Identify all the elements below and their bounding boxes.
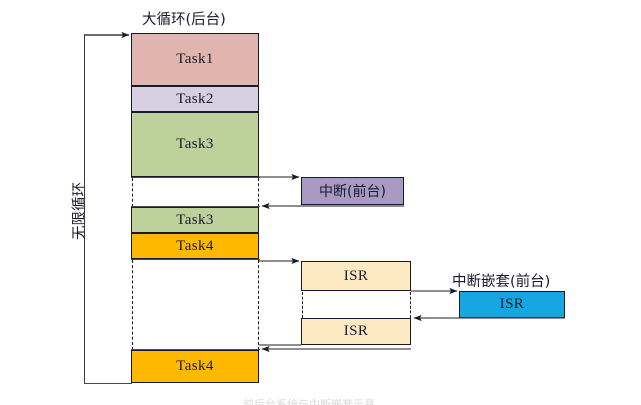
loop-vertical-line xyxy=(84,35,85,384)
suspend-dash-right-upper xyxy=(258,178,259,207)
task-block-task3-first: Task3 xyxy=(131,112,259,177)
infinite-loop-label: 无限循环 xyxy=(72,182,88,240)
page-title: 大循环(后台) xyxy=(142,12,226,28)
task-block-task3-second: Task3 xyxy=(131,207,259,233)
isr-block-lower: ISR xyxy=(301,318,411,345)
isr-block-upper: ISR xyxy=(301,261,411,291)
isr-suspend-dash-left xyxy=(302,292,303,318)
task-block-task2: Task2 xyxy=(131,86,259,112)
nested-isr-block: ISR xyxy=(459,291,565,318)
gap-bottom-edge-upper xyxy=(131,206,260,207)
suspend-dash-right-lower xyxy=(258,260,259,350)
task-block-task4-second: Task4 xyxy=(131,350,259,383)
loop-bottom-line xyxy=(84,383,132,384)
gap-top-edge-upper xyxy=(131,177,260,178)
gap-top-edge-lower xyxy=(131,259,260,260)
task-block-task4-first: Task4 xyxy=(131,233,259,259)
figure-caption: 前后台系统与中断嵌套示意 xyxy=(243,398,375,405)
suspend-dash-left-lower xyxy=(132,260,133,350)
gap-bottom-edge-lower xyxy=(131,349,260,350)
nested-interrupt-label: 中断嵌套(前台) xyxy=(452,274,551,290)
task-block-task1: Task1 xyxy=(131,33,259,86)
isr-suspend-dash-right xyxy=(410,292,411,318)
interrupt-block-foreground: 中断(前台) xyxy=(301,177,404,205)
suspend-dash-left-upper xyxy=(132,178,133,207)
